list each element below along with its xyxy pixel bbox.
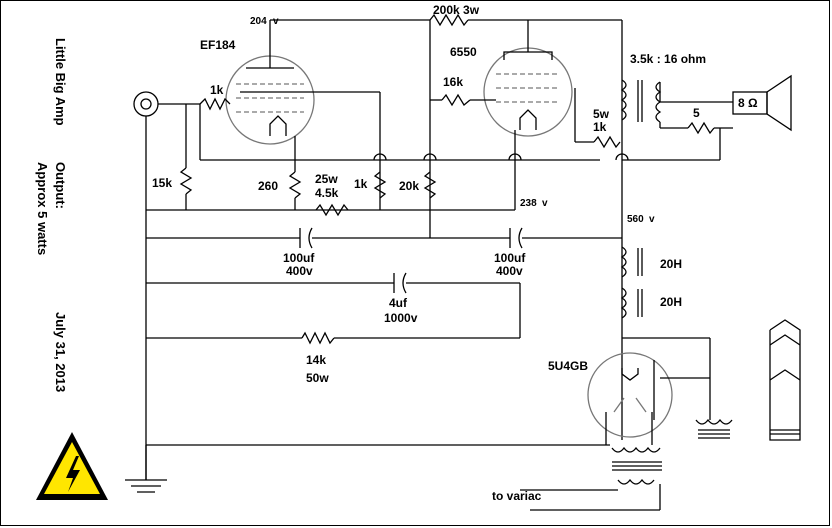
resistor-15k — [179, 167, 193, 195]
winding-symbol-icon — [769, 319, 801, 441]
resistor-4-5k — [315, 203, 349, 217]
r50w-label: 50w — [306, 371, 329, 385]
c1-value-label: 100uf — [283, 251, 315, 265]
r260-label: 260 — [258, 179, 278, 193]
c3-voltage-label: 1000v — [384, 311, 418, 325]
output-label: Output: — [53, 162, 68, 209]
r1k-mid-label: 1k — [354, 177, 368, 191]
resistor-20k — [423, 171, 437, 199]
choke-2 — [620, 287, 643, 319]
resistor-14k — [301, 331, 335, 345]
resistor-1k-mid — [373, 171, 387, 199]
ground-symbol — [125, 445, 167, 493]
c3-value-label: 4uf — [389, 296, 408, 310]
r20k-label: 20k — [399, 179, 419, 193]
output-power: Approx 5 watts — [35, 162, 50, 255]
c2-value-label: 100uf — [494, 251, 526, 265]
choke1-label: 20H — [660, 257, 682, 271]
capacitor-c1 — [299, 227, 313, 249]
resistor-5 — [687, 121, 715, 135]
r1k-grid-label: 1k — [210, 83, 224, 97]
input-jack — [133, 91, 159, 480]
output-transformer — [620, 79, 662, 123]
voltage-204-unit: v — [273, 16, 279, 27]
ef184-label: EF184 — [200, 38, 236, 52]
c1-voltage-label: 400v — [286, 264, 313, 278]
speaker-icon — [732, 74, 792, 132]
title-vertical: Little Big Amp — [53, 38, 68, 126]
r16k-label: 16k — [443, 75, 463, 89]
5u4gb-label: 5U4GB — [548, 359, 588, 373]
resistor-260 — [288, 171, 302, 199]
6550-label: 6550 — [450, 45, 477, 59]
r25w-label: 25w — [315, 172, 338, 186]
r45k-label: 4.5k — [315, 186, 339, 200]
voltage-238: 238 — [520, 198, 537, 209]
r1k-fb-label: 1k — [593, 120, 607, 134]
speaker-label: 8 Ω — [738, 96, 758, 110]
capacitor-c3 — [393, 272, 407, 294]
resistor-200k — [429, 13, 469, 27]
r5-label: 5 — [693, 106, 700, 120]
5u4gb-tube — [587, 338, 711, 445]
r5w-label: 5w — [593, 107, 610, 121]
power-transformer — [611, 446, 662, 485]
voltage-560: 560 — [627, 214, 644, 225]
filament-winding — [695, 418, 733, 439]
date-label: July 31, 2013 — [53, 312, 68, 392]
transformer-ratio: 3.5k : 16 ohm — [630, 52, 706, 66]
voltage-204: 204 — [250, 16, 267, 27]
capacitor-c2 — [509, 227, 523, 249]
variac-label: to variac — [492, 489, 542, 503]
resistor-16k — [441, 93, 471, 107]
resistor-1k-feedback — [593, 135, 621, 149]
choke-1 — [620, 246, 643, 278]
voltage-238-unit: v — [542, 198, 548, 209]
r200k-label: 200k 3w — [433, 3, 480, 17]
r15k-label: 15k — [152, 176, 172, 190]
ef184-tube — [225, 20, 315, 145]
r14k-label: 14k — [306, 353, 326, 367]
voltage-560-unit: v — [649, 214, 655, 225]
6550-tube — [483, 20, 573, 137]
c2-voltage-label: 400v — [496, 264, 523, 278]
high-voltage-warning-icon — [36, 432, 108, 500]
resistor-1k-grid — [199, 97, 231, 111]
choke2-label: 20H — [660, 295, 682, 309]
